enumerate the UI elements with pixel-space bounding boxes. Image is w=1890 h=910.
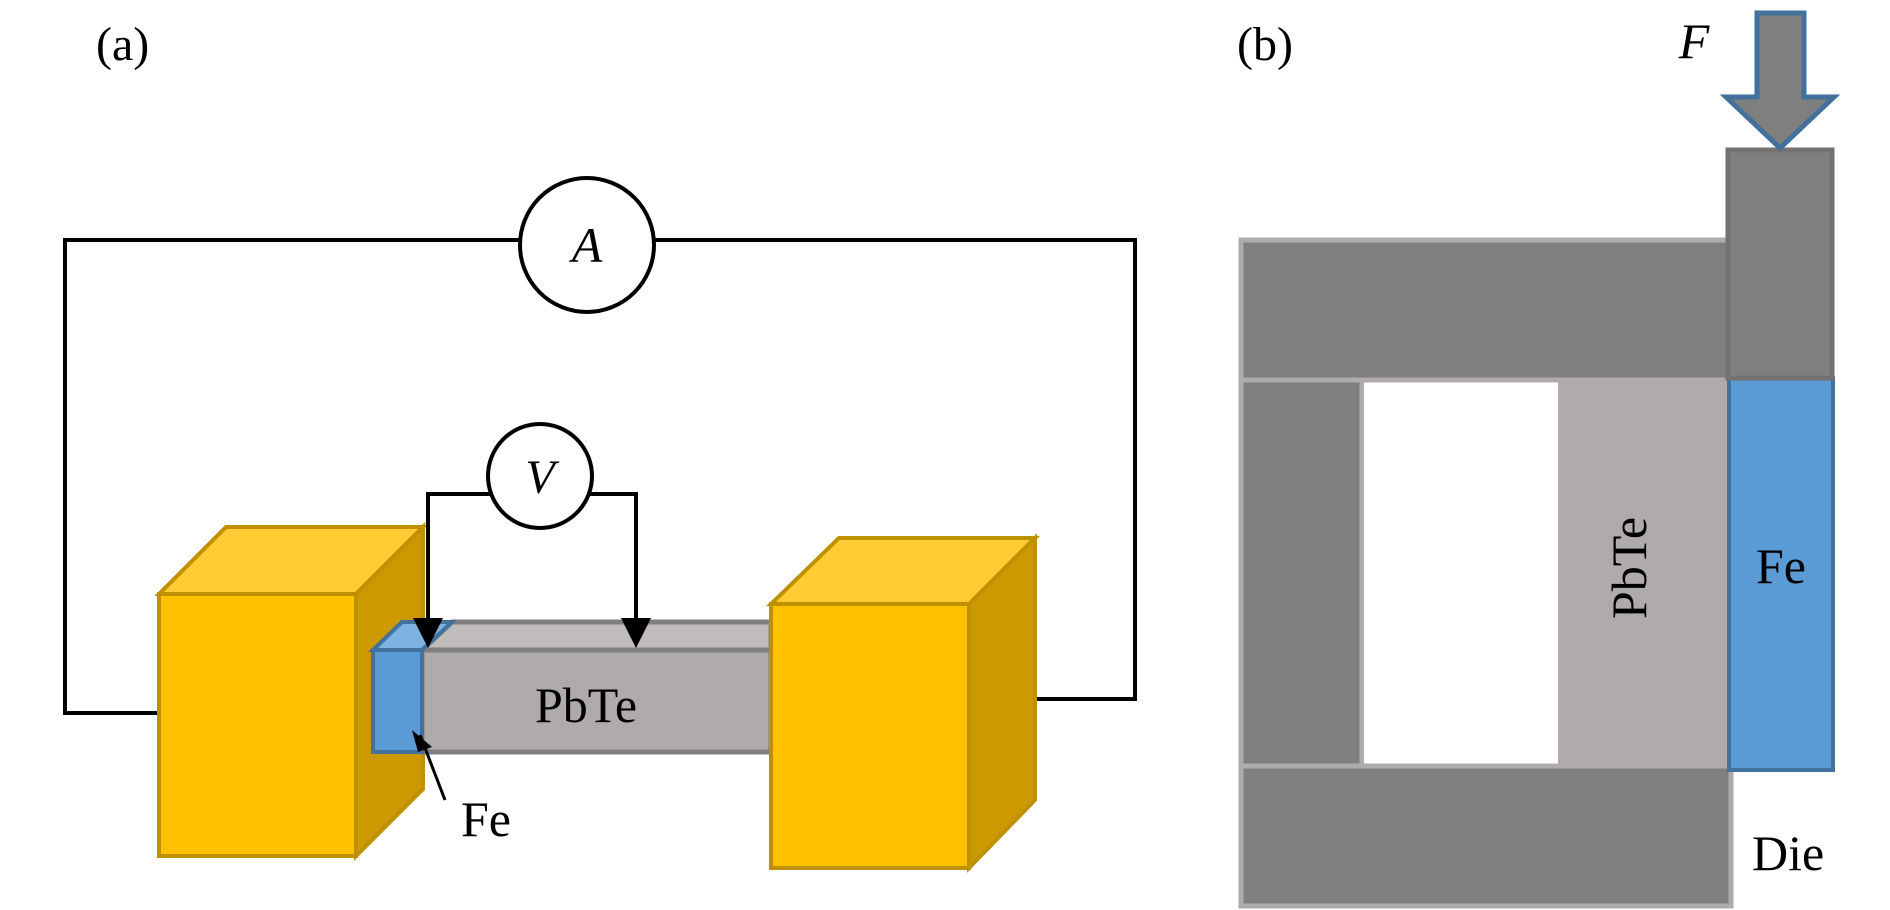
- ammeter-circle: [518, 176, 656, 314]
- voltage-probe-left-arrow: [413, 618, 443, 648]
- die-cavity: [1364, 383, 1558, 763]
- voltage-probe-right-arrow: [621, 618, 651, 648]
- left-electrode-block: [154, 522, 428, 861]
- voltmeter: V: [486, 422, 594, 530]
- panel-a: (a) A PbTe: [63, 18, 1137, 873]
- left-block-front: [157, 592, 358, 858]
- ammeter-symbol: A: [569, 217, 603, 273]
- voltmeter-circle: [486, 422, 594, 530]
- die-label: Die: [1752, 825, 1824, 881]
- voltage-probe-left-wire: [426, 492, 490, 620]
- ammeter: A: [518, 176, 656, 314]
- right-block-front: [769, 602, 971, 870]
- punch: [1725, 147, 1835, 381]
- die-left-column: [1238, 377, 1365, 769]
- force-arrow-icon: [1719, 10, 1841, 152]
- current-wire-right: [654, 238, 1137, 701]
- panel-b-label: (b): [1237, 18, 1293, 71]
- die-bottom-bar: [1238, 763, 1734, 909]
- pbte-bar-label: PbTe: [535, 677, 637, 733]
- pbte-sample-label: PbTe: [1601, 517, 1657, 619]
- fe-pointer-arrowhead: [412, 730, 432, 752]
- pbte-sample: [1558, 380, 1729, 766]
- right-electrode-block: [766, 533, 1040, 873]
- die-top-bar: [1238, 237, 1734, 383]
- panel-a-label: (a): [96, 18, 149, 71]
- current-wire-left: [63, 238, 520, 715]
- fe-sample-label: Fe: [1756, 538, 1806, 594]
- voltage-probe-right-wire: [590, 492, 638, 620]
- fe-label-a: Fe: [461, 791, 511, 847]
- force-label: F: [1678, 13, 1710, 69]
- voltmeter-symbol: V: [525, 451, 559, 504]
- pbte-bar-top: [415, 619, 774, 653]
- pbte-bar: PbTe: [415, 619, 774, 755]
- panel-b: (b) PbTe Fe F Die: [1237, 10, 1841, 909]
